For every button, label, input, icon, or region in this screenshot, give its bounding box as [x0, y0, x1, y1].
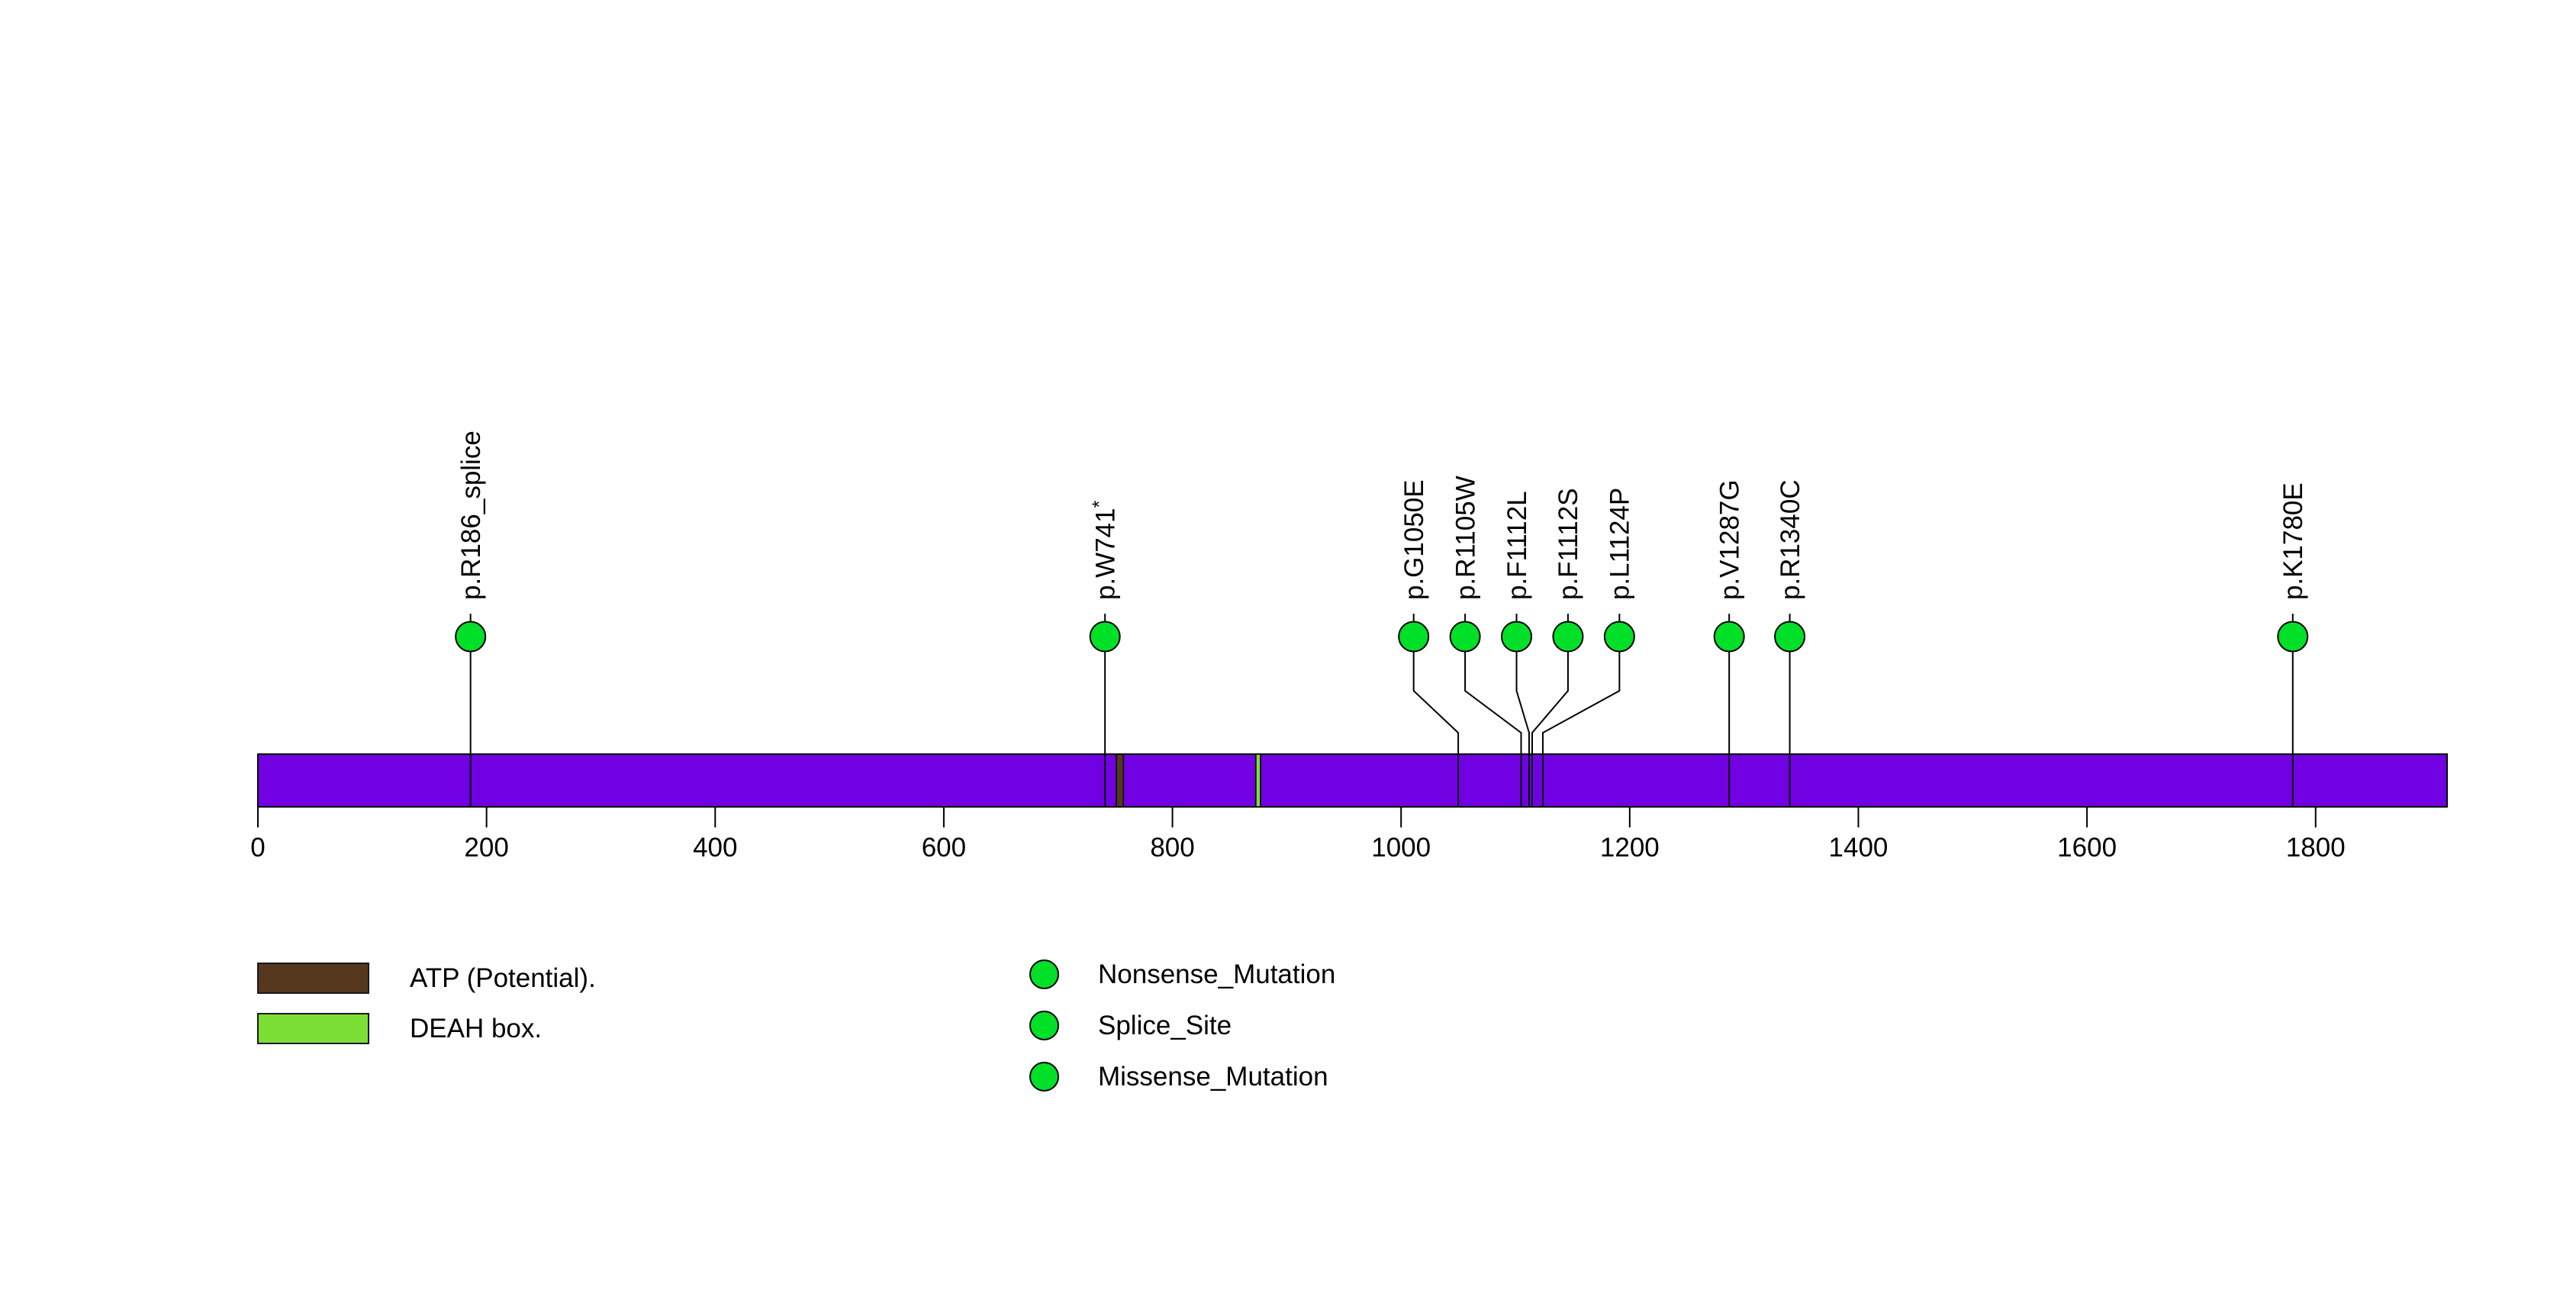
domain-mark-atp-potential- — [1116, 753, 1124, 808]
legend-row-splice: Splice_Site — [1029, 1011, 1335, 1040]
mutation-label-p.R1340C: p.R1340C — [1776, 479, 1805, 600]
mutation-label-p.R1105W: p.R1105W — [1451, 476, 1480, 600]
x-tick-label-800: 800 — [1150, 833, 1194, 863]
legend-domains: ATP (Potential). DEAH box. — [257, 963, 596, 1044]
domain-mark-deah-box- — [1255, 753, 1261, 808]
legend-label-atp: ATP (Potential). — [410, 963, 596, 993]
legend-label-splice: Splice_Site — [1098, 1010, 1232, 1040]
legend-row-domain-deah: DEAH box. — [257, 1013, 596, 1044]
mutation-circle-p.R1340C — [1774, 621, 1806, 653]
mutation-circle-p.V1287G — [1713, 621, 1745, 653]
mutation-circle-p.K1780E — [2277, 621, 2309, 653]
legend-row-missense: Missense_Mutation — [1029, 1062, 1335, 1092]
mutation-label-p.F1112L: p.F1112L — [1502, 491, 1532, 600]
legend-row-nonsense: Nonsense_Mutation — [1029, 959, 1335, 989]
legend-dot-nonsense — [1029, 959, 1059, 989]
x-tick-label-1000: 1000 — [1371, 833, 1431, 863]
mutation-circle-p.R1105W — [1449, 621, 1481, 653]
mutation-label-p.L1124P: p.L1124P — [1605, 488, 1635, 600]
x-tick-label-1800: 1800 — [2286, 833, 2346, 863]
mutation-label-p.G1050E: p.G1050E — [1399, 479, 1429, 600]
legend-row-domain-atp: ATP (Potential). — [257, 963, 596, 994]
x-tick-label-600: 600 — [922, 833, 966, 863]
legend-dot-splice — [1029, 1011, 1059, 1040]
x-tick-label-1600: 1600 — [2057, 833, 2117, 863]
mutation-circle-p.F1112S — [1552, 621, 1584, 653]
legend-mutation-types: Nonsense_Mutation Splice_Site Missense_M… — [1029, 959, 1335, 1092]
mutation-circle-p.G1050E — [1398, 621, 1430, 653]
mutation-circle-p.W741* — [1089, 621, 1121, 653]
mutation-label-p.W741*: p.W741* — [1089, 500, 1120, 600]
mutation-label-p.R186_splice: p.R186_splice — [456, 431, 486, 600]
protein-bar — [257, 753, 2449, 808]
mutation-label-p.V1287G: p.V1287G — [1715, 479, 1744, 600]
mutation-circle-p.L1124P — [1603, 621, 1635, 653]
x-tick-label-1200: 1200 — [1600, 833, 1660, 863]
legend-label-nonsense: Nonsense_Mutation — [1098, 959, 1336, 989]
x-tick-label-1400: 1400 — [1829, 833, 1889, 863]
mutation-circle-p.R186_splice — [455, 621, 487, 653]
x-tick-label-400: 400 — [693, 833, 737, 863]
x-tick-label-200: 200 — [464, 833, 508, 863]
legend-label-deah: DEAH box. — [410, 1013, 543, 1043]
mutation-label-p.F1112S: p.F1112S — [1554, 488, 1583, 600]
legend-swatch-deah — [257, 1013, 369, 1044]
legend-swatch-atp — [257, 963, 369, 994]
legend-dot-missense — [1029, 1062, 1059, 1092]
x-tick-label-0: 0 — [250, 833, 265, 863]
mutation-circle-p.F1112L — [1501, 621, 1533, 653]
legend-label-missense: Missense_Mutation — [1098, 1061, 1328, 1092]
mutation-label-p.K1780E: p.K1780E — [2278, 482, 2308, 600]
